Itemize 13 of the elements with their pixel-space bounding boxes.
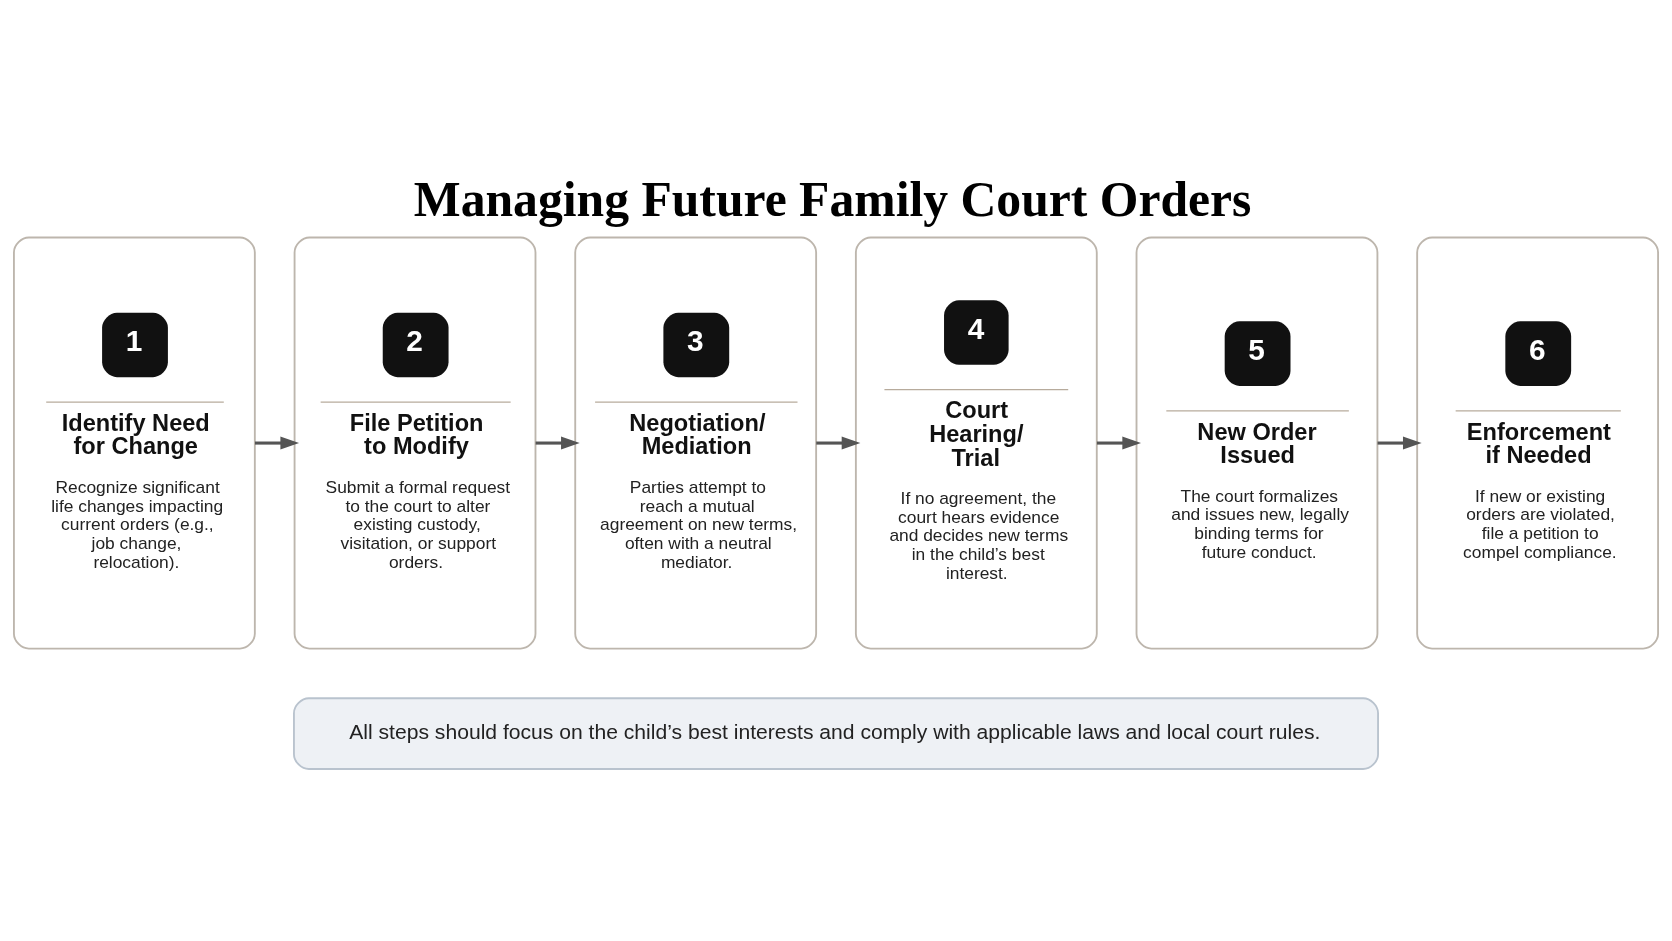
arrow [254, 436, 300, 450]
arrow [1096, 436, 1141, 450]
node-box: 2 File Petition to Modify Submit a formal request to the court to alter existing custody, visitation, or support orders. [293, 236, 537, 649]
node-box: 6 Enforcement if Needed If new or existing orders are violated, file a petition to compel compliance. [1416, 236, 1659, 649]
node-box: 1 Identify Need for Change Recognize significant life changes impacting current orders (e.g., job change, relocation). [13, 236, 256, 649]
arrow [1377, 436, 1422, 450]
node-box: 4 Court Hearing/ Trial If no agreement, the court hears evidence and decides new terms in the child’s best interest. [854, 236, 1098, 649]
node-box: 3 Negotiation/ Mediation Parties attempt to reach a mutual agreement on new terms, often with a neutral mediator. [574, 236, 818, 649]
node-box: 5 New Order Issued The court formalizes and issues new, legally binding terms for future conduct. [1135, 236, 1379, 649]
diagram-title: Managing Future Family Court Orders [413, 171, 1252, 227]
node-box: All steps should focus on the child’s best interests and comply with applicable laws and local court rules. [293, 696, 1379, 770]
arrow [535, 436, 580, 450]
arrow [816, 436, 861, 450]
